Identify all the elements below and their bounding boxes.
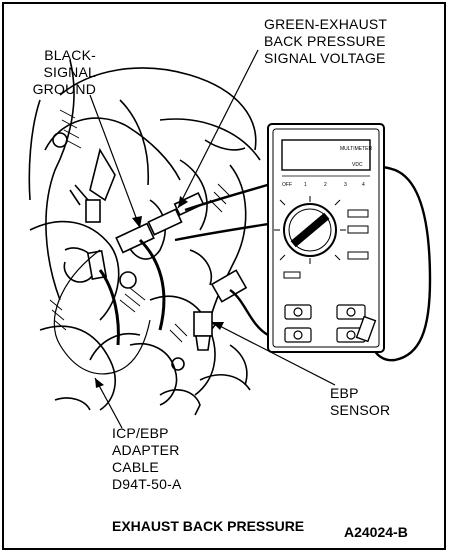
callout-line: ADAPTER <box>112 442 180 458</box>
callout-line: SENSOR <box>330 402 391 418</box>
callout-adapter-cable: ICP/EBP ADAPTER CABLE D94T-50-A <box>112 425 182 493</box>
display-unit: VDC <box>352 162 363 168</box>
callout-ebp-sensor: EBP SENSOR <box>330 385 390 419</box>
function-keys <box>283 209 369 279</box>
callout-line: CABLE <box>112 459 159 475</box>
callout-line: ICP/EBP <box>112 425 169 441</box>
multimeter: MULTIMETER VDC OFF 1 2 3 4 <box>267 123 385 353</box>
callout-black-signal-ground: BLACK- SIGNAL GROUND <box>14 47 96 98</box>
leader-green-exhaust <box>177 49 259 209</box>
figure-code: A24024-B <box>344 524 408 540</box>
range-scale: OFF 1 2 3 4 <box>282 175 370 188</box>
callout-line: D94T-50-A <box>112 476 182 492</box>
callout-line: BACK PRESSURE <box>264 33 386 49</box>
callout-line: SIGNAL VOLTAGE <box>264 50 386 66</box>
leader-ebp-sensor <box>211 321 336 386</box>
dial-pointer <box>290 212 330 248</box>
harness-lead-a <box>138 238 166 331</box>
meter-probe-plug <box>355 315 377 343</box>
multimeter-display <box>281 139 371 171</box>
figure-caption: EXHAUST BACK PRESSURE <box>112 518 305 534</box>
range-mark: 4 <box>362 182 365 188</box>
callout-line: BLACK- <box>44 47 96 63</box>
callout-line: EBP <box>330 385 359 401</box>
connector-cluster <box>85 192 205 280</box>
range-mark: OFF <box>282 182 292 188</box>
engine-shading <box>49 109 231 343</box>
callout-green-exhaust: GREEN-EXHAUST BACK PRESSURE SIGNAL VOLTA… <box>264 16 387 67</box>
figure-frame <box>2 2 446 550</box>
callout-line: GROUND <box>32 81 96 97</box>
multimeter-brand: MULTIMETER <box>340 146 373 152</box>
range-mark: 3 <box>344 182 347 188</box>
callout-line: SIGNAL <box>43 64 96 80</box>
input-jacks <box>284 304 366 343</box>
multimeter-bezel <box>272 128 380 348</box>
leader-black-ground <box>89 94 141 229</box>
adapter-cable-wire <box>53 249 151 375</box>
leader-arrowheads <box>95 196 224 388</box>
ebp-sensor-body <box>193 269 248 351</box>
range-mark: 1 <box>304 182 307 188</box>
range-mark: 2 <box>324 182 327 188</box>
harness-lead-b <box>98 269 120 346</box>
callout-line: GREEN-EXHAUST <box>264 16 388 32</box>
dial-tick-marks <box>274 196 346 264</box>
